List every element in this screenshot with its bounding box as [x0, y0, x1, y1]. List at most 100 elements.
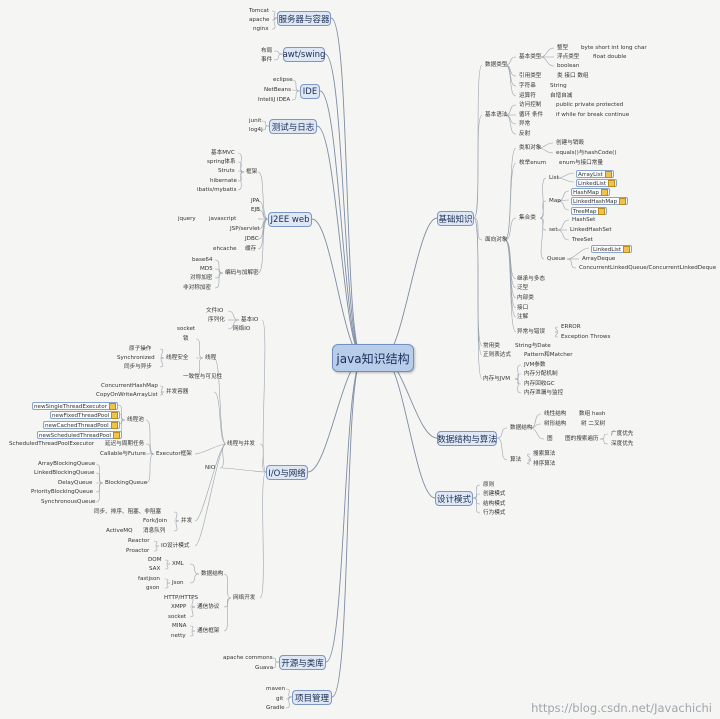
connector-line — [271, 17, 278, 30]
leaf-nctp: newCachedThreadPool — [43, 421, 120, 429]
connector-line — [529, 423, 542, 429]
branch-pm[interactable]: 项目管理 — [292, 690, 332, 705]
leaf-ref-vals: 类 接口 数组 — [557, 73, 589, 79]
connector-line — [223, 573, 232, 599]
leaf-framework: 框架 — [246, 169, 258, 175]
leaf-ex-err: 异常与错误 — [517, 329, 545, 335]
connector-line — [473, 114, 483, 219]
connector-line — [159, 391, 165, 396]
note-icon — [108, 403, 116, 410]
branch-awt[interactable]: awt/swing — [283, 47, 325, 62]
branch-test[interactable]: 测试与日志 — [269, 119, 317, 134]
leaf-idea: IntelliJ IDEA — [258, 97, 291, 103]
leaf-serialize: 序列化 — [208, 317, 225, 323]
connector-line — [257, 200, 269, 220]
leaf-oop: 面向对象 — [485, 237, 508, 243]
branch-oss[interactable]: 开源与类库 — [279, 655, 326, 670]
leaf-structural: 结构模式 — [483, 501, 506, 507]
connector-line — [261, 319, 267, 473]
leaf-forkjoin: Fork/Join — [143, 518, 168, 524]
leaf-junit: junit — [249, 118, 262, 124]
leaf-algo: 算法 — [510, 457, 522, 463]
leaf-layout: 布局 — [261, 48, 273, 54]
leaf-set: set — [549, 227, 558, 233]
connector-line — [291, 79, 301, 92]
leaf-memory: 内存与JVM — [483, 376, 511, 382]
leaf-consistency: 一致性与可见性 — [183, 374, 223, 380]
connector-line — [472, 493, 481, 499]
connector-line — [556, 229, 570, 241]
branch-j2ee[interactable]: J2EE web — [268, 212, 312, 227]
branch-server[interactable]: 服务器与容器 — [277, 11, 331, 26]
leaf-graph: 图 — [547, 436, 553, 442]
leaf-iomodel: IO设计模式 — [161, 543, 190, 549]
connector-line — [159, 385, 165, 393]
leaf-bfs: 广度优先 — [611, 431, 634, 437]
leaf-netdev: 网络开发 — [233, 595, 256, 601]
leaf-t-sync: 同步、排序、阻塞、非阻塞 — [94, 509, 162, 515]
connector-line — [473, 217, 483, 241]
connector-line — [214, 272, 224, 289]
leaf-netty: netty — [171, 633, 186, 639]
leaf-struts: Struts — [218, 168, 235, 174]
connector-line — [527, 459, 531, 465]
leaf-iface: 接口 — [517, 305, 529, 311]
leaf-socket: socket — [177, 326, 196, 332]
leaf-ejb: EJB — [251, 207, 261, 213]
leaf-jquery: jquery — [178, 216, 196, 222]
leaf-access-v: public private protected — [556, 102, 624, 108]
leaf-proactor: Proactor — [126, 548, 150, 554]
leaf-search: 搜索算法 — [533, 451, 556, 457]
leaf-syncasync: 同步与异步 — [124, 364, 152, 370]
note-icon — [598, 208, 606, 215]
note-icon — [608, 180, 616, 187]
connector-line — [257, 218, 269, 274]
leaf-collections: 集合类 — [519, 215, 536, 221]
leaf-net-io: 网络IO — [233, 326, 251, 332]
leaf-pm-v: Pattern和Matcher — [524, 352, 573, 358]
leaf-exception: 异常 — [519, 121, 531, 127]
connector-line — [504, 64, 517, 97]
connector-line — [514, 378, 522, 394]
leaf-mq: 消息队列 — [143, 528, 166, 534]
leaf-leak: 内存泄漏与监控 — [524, 390, 564, 396]
leaf-principle: 原则 — [483, 482, 495, 488]
connector-line — [514, 373, 522, 380]
connector-line — [319, 90, 364, 359]
branch-ide[interactable]: IDE — [300, 84, 320, 99]
leaf-log4j: log4j — [249, 127, 263, 133]
branch-dp[interactable]: 设计模式 — [435, 491, 473, 506]
leaf-jvm: JVM参数 — [524, 362, 546, 368]
leaf-dq: DelayQueue — [58, 480, 93, 486]
connector-line — [556, 177, 575, 183]
connector-line — [271, 661, 280, 669]
leaf-apachecommons: apache commons — [223, 655, 273, 661]
leaf-map: Map — [549, 198, 561, 204]
leaf-operator-v: 自增自减 — [550, 93, 573, 99]
connector-line — [554, 331, 559, 338]
leaf-dfs: 深度优先 — [611, 441, 634, 447]
root-node[interactable]: java知识结构 — [332, 344, 414, 372]
connector-line — [529, 413, 542, 429]
leaf-operator: 运算符 — [519, 93, 536, 99]
leaf-sq: SynchronousQueue — [41, 499, 96, 505]
connector-line — [164, 582, 171, 589]
note-icon — [604, 171, 612, 178]
leaf-executor: Executor框架 — [156, 451, 192, 457]
leaf-loop-v: if while for break continue — [556, 112, 630, 118]
connector-line — [473, 217, 483, 380]
branch-io[interactable]: I/O与网络 — [266, 465, 308, 480]
connector-line — [189, 625, 196, 632]
leaf-synchronized: Synchronized — [117, 355, 155, 361]
leaf-md5: MD5 — [200, 266, 213, 272]
branch-ds[interactable]: 数据结构与算法 — [437, 431, 497, 446]
leaf-inherit: 继承与多态 — [517, 276, 545, 282]
leaf-tomcat: Tomcat — [249, 8, 270, 14]
connector-line — [504, 239, 517, 333]
branch-basics[interactable]: 基础知识 — [437, 211, 474, 226]
leaf-jpa: JPA — [251, 198, 260, 204]
leaf-int-vals: byte short int long char — [581, 45, 647, 51]
connector-line — [472, 497, 481, 514]
connector-line — [259, 471, 267, 599]
